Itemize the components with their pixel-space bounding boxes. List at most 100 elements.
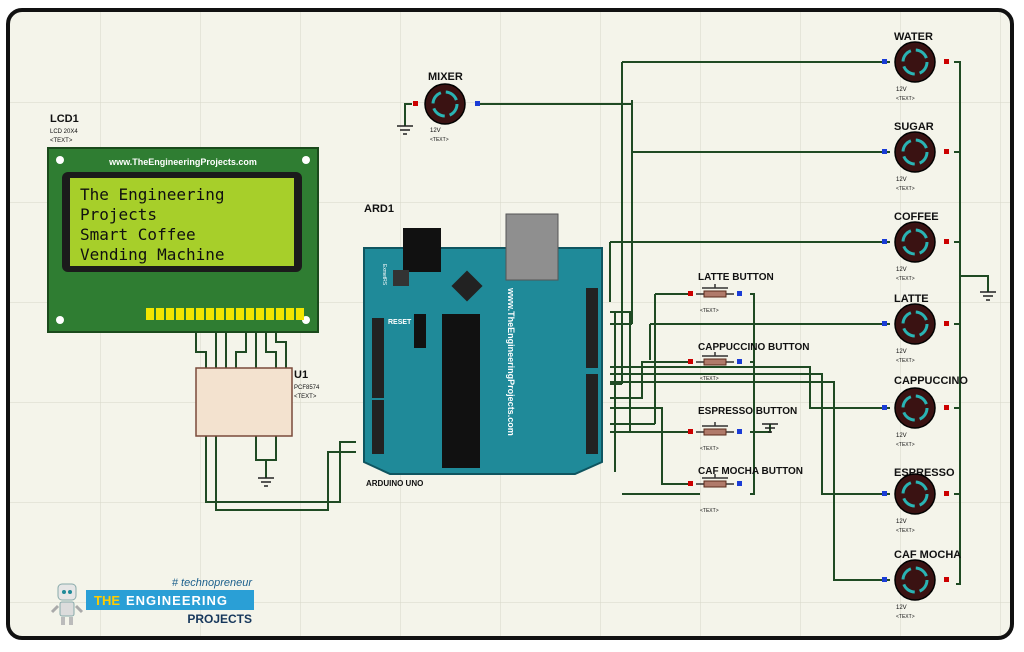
motor-voltage: 12V	[896, 349, 907, 355]
motor-icon	[894, 473, 936, 515]
button-latte[interactable]: LATTE BUTTON <TEXT>	[688, 272, 774, 314]
header-digital-low	[586, 374, 598, 454]
motor-voltage: 12V	[896, 177, 907, 183]
lcd-line-3: Smart Coffee	[80, 225, 196, 244]
lcd-mount-hole	[56, 316, 64, 324]
motor-icon	[424, 83, 466, 125]
schematic-svg: LCD1 LCD 20X4 <TEXT> www.TheEngineeringP…	[10, 12, 1010, 636]
pushbutton-icon	[696, 284, 734, 295]
arduino-ref: ARD1	[364, 203, 394, 215]
button-name: ESPRESSO BUTTON	[698, 406, 797, 417]
motor-icon	[894, 387, 936, 429]
reset-button[interactable]	[393, 270, 409, 286]
button-text-tag: <TEXT>	[700, 308, 719, 314]
button-caf-mocha[interactable]: CAF MOCHA BUTTON <TEXT>	[688, 466, 803, 514]
motor-name: WATER	[894, 31, 933, 43]
motor-latte[interactable]: LATTE 12V <TEXT>	[882, 293, 949, 364]
lcd-mount-hole	[302, 156, 310, 164]
brand-logo: # technopreneur THE ENGINEERING PROJECTS	[50, 577, 254, 626]
wires	[195, 61, 989, 585]
motor-text-tag: <TEXT>	[896, 276, 915, 282]
motor-icon	[894, 131, 936, 173]
motor-text-tag: <TEXT>	[896, 442, 915, 448]
motor-water[interactable]: WATER 12V <TEXT>	[882, 31, 949, 102]
usb-connector	[505, 213, 559, 281]
motor-mixer[interactable]: MIXER 12V <TEXT>	[413, 71, 480, 143]
motor-voltage: 12V	[896, 433, 907, 439]
i2c-text-tag: <TEXT>	[294, 394, 317, 400]
motor-voltage: 12V	[896, 267, 907, 273]
ground-symbols	[258, 125, 996, 487]
motor-text-tag: <TEXT>	[896, 358, 915, 364]
arduino-board	[363, 247, 603, 475]
button-espresso[interactable]: ESPRESSO BUTTON <TEXT>	[688, 406, 797, 452]
header-analog	[372, 400, 384, 454]
power-jack	[403, 228, 441, 272]
motor-voltage: 12V	[896, 87, 907, 93]
motor-caf-mocha[interactable]: CAF MOCHA 12V <TEXT>	[882, 549, 961, 620]
i2c-body	[195, 367, 293, 437]
motor-espresso[interactable]: ESPRESSO 12V <TEXT>	[882, 467, 955, 534]
i2c-ref: U1	[294, 369, 308, 381]
motor-text-tag: <TEXT>	[896, 186, 915, 192]
motor-text-tag: <TEXT>	[896, 96, 915, 102]
motor-name: SUGAR	[894, 121, 934, 133]
motor-icon	[894, 559, 936, 601]
header-digital-high	[586, 288, 598, 368]
button-cappuccino[interactable]: CAPPUCCINO BUTTON <TEXT>	[688, 342, 809, 382]
arduino-uno[interactable]: ARD1 www.TheEngineeringProjects.com RESE…	[363, 203, 603, 488]
lcd-screen	[70, 178, 294, 266]
lcd-model: LCD 20X4	[50, 129, 78, 135]
lcd-header-text: www.TheEngineeringProjects.com	[108, 157, 257, 167]
lcd-ref: LCD1	[50, 113, 79, 125]
logo-tagline: # technopreneur	[172, 577, 253, 589]
motor-name: COFFEE	[894, 211, 939, 223]
button-name: LATTE BUTTON	[698, 272, 774, 283]
logo-word-engineering: ENGINEERING	[126, 593, 228, 608]
lcd-pin-header	[146, 308, 304, 320]
motor-text-tag: <TEXT>	[896, 614, 915, 620]
motor-text-tag: <TEXT>	[430, 137, 449, 143]
motor-name: CAF MOCHA	[894, 549, 961, 561]
motor-name: LATTE	[894, 293, 929, 305]
button-name: CAPPUCCINO BUTTON	[698, 342, 809, 353]
i2c-model: PCF8574	[294, 385, 320, 391]
pushbutton-icon	[696, 352, 734, 363]
atmega328-chip	[442, 314, 480, 468]
motor-voltage: 12V	[896, 605, 907, 611]
motor-cappuccino[interactable]: CAPPUCCINO 12V <TEXT>	[882, 375, 968, 448]
lcd-text-tag: <TEXT>	[50, 138, 73, 144]
motor-icon	[894, 41, 936, 83]
lcd-line-1: The Engineering	[80, 185, 225, 204]
motor-name: CAPPUCCINO	[894, 375, 968, 387]
motor-coffee[interactable]: COFFEE 12V <TEXT>	[882, 211, 949, 282]
motor-voltage: 12V	[896, 519, 907, 525]
pushbutton-icon	[696, 422, 734, 433]
power-label: ExmetRS	[381, 264, 387, 286]
motor-text-tag: <TEXT>	[896, 528, 915, 534]
motor-icon	[894, 221, 936, 263]
pushbutton-icon	[696, 474, 734, 485]
robot-icon	[50, 583, 84, 625]
lcd-module[interactable]: LCD1 LCD 20X4 <TEXT> www.TheEngineeringP…	[47, 113, 319, 333]
i2c-expander[interactable]: U1 PCF8574 <TEXT>	[195, 367, 320, 437]
schematic-canvas: LCD1 LCD 20X4 <TEXT> www.TheEngineeringP…	[6, 8, 1014, 640]
logo-word-projects: PROJECTS	[187, 612, 252, 626]
header-power	[372, 318, 384, 398]
voltage-regulator	[414, 314, 426, 348]
reset-label: RESET	[388, 319, 412, 326]
motor-icon	[894, 303, 936, 345]
logo-word-the: THE	[94, 593, 120, 608]
button-name: CAF MOCHA BUTTON	[698, 466, 803, 477]
lcd-mount-hole	[56, 156, 64, 164]
lcd-line-2: Projects	[80, 205, 157, 224]
motor-sugar[interactable]: SUGAR 12V <TEXT>	[882, 121, 949, 192]
logo-banner	[86, 590, 254, 610]
lcd-line-4: Vending Machine	[80, 245, 225, 264]
atmega16u2-chip	[451, 270, 483, 302]
motor-name: MIXER	[428, 71, 463, 83]
button-text-tag: <TEXT>	[700, 508, 719, 514]
button-text-tag: <TEXT>	[700, 446, 719, 452]
button-text-tag: <TEXT>	[700, 376, 719, 382]
arduino-board-text: www.TheEngineeringProjects.com	[506, 287, 516, 436]
